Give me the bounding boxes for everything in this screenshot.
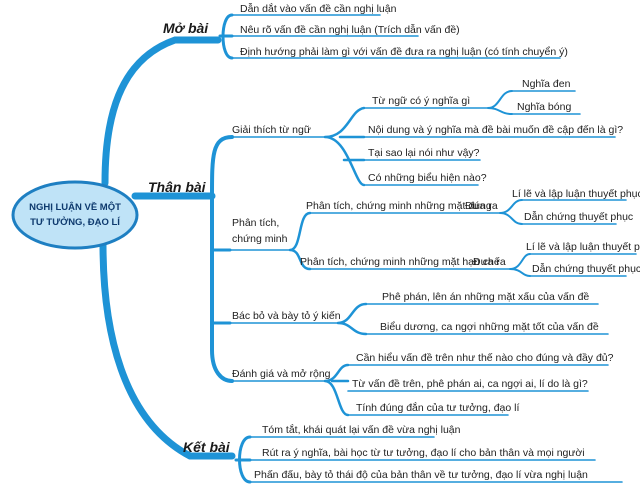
ket-bai-connector bbox=[234, 435, 252, 484]
nghia-den: Nghĩa đen bbox=[522, 78, 571, 90]
mo-bai-item-2: Nêu rõ vấn đề cần nghị luận (Trích dẫn v… bbox=[240, 23, 460, 36]
danh-gia-connector bbox=[323, 363, 350, 417]
danh-gia-label: Đánh giá và mở rộng bbox=[232, 368, 331, 380]
ket-bai-item-1: Tóm tắt, khái quát lại vấn đề vừa nghị l… bbox=[262, 423, 461, 436]
giai-thich-underlines bbox=[363, 107, 616, 186]
than-bai-sub-underlines bbox=[229, 136, 339, 382]
bac-bo-connector bbox=[336, 302, 368, 336]
than-bai-sub-ends bbox=[210, 248, 232, 325]
danh-gia-item-3: Tính đúng đắn của tư tưởng, đạo lí bbox=[356, 401, 519, 414]
giai-thich-label: Giải thích từ ngữ bbox=[232, 124, 311, 136]
than-bai-trunk bbox=[209, 135, 234, 383]
mo-bai-underlines bbox=[231, 14, 561, 59]
ket-bai-title: Kết bài bbox=[183, 439, 231, 455]
mat-dung-dua-ra: Đưa ra bbox=[465, 200, 498, 212]
giai-thich-item-1: Nội dung và ý nghĩa mà đề bài muốn đề cậ… bbox=[368, 124, 623, 136]
phan-tich-label-1: Phân tích, bbox=[232, 217, 279, 229]
ket-bai-item-2: Rút ra ý nghĩa, bài học từ tư tưởng, đạo… bbox=[262, 447, 585, 459]
mo-bai-item-1: Dẫn dắt vào vấn đề cần nghị luận bbox=[240, 2, 397, 15]
danh-gia-underlines bbox=[347, 364, 609, 416]
mat-dung-label: Phân tích, chứng minh những mặt đúng bbox=[306, 200, 492, 212]
dung-connector bbox=[499, 199, 523, 225]
center-line-2: TƯ TƯỞNG, ĐẠO LÍ bbox=[30, 216, 120, 228]
dung-underlines bbox=[521, 199, 627, 225]
phan-tich-label-2: chứng minh bbox=[232, 233, 288, 245]
han-che-connector bbox=[509, 253, 531, 277]
branch-ket-bai bbox=[99, 240, 236, 460]
giai-thich-item-3: Có những biểu hiện nào? bbox=[368, 172, 487, 184]
han-che-dua-ra: Đưa ra bbox=[473, 256, 506, 268]
branch-mo-bai bbox=[101, 36, 222, 187]
giai-thich-connector bbox=[323, 106, 366, 187]
center-line-1: NGHỊ LUẬN VỀ MỘT bbox=[29, 201, 121, 213]
ket-bai-item-3: Phấn đấu, bày tỏ thái độ của bản thân về… bbox=[254, 469, 588, 481]
phan-tich-underlines bbox=[309, 212, 511, 270]
bac-bo-item-1: Phê phán, lên án những mặt xấu của vấn đ… bbox=[382, 291, 589, 303]
tu-ngu-label: Từ ngữ có ý nghĩa gì bbox=[372, 95, 470, 107]
center-node bbox=[11, 180, 139, 250]
han-che-label: Phân tích, chứng minh những mặt hạn chế bbox=[300, 256, 500, 268]
ket-bai-underlines bbox=[249, 436, 623, 483]
bac-bo-label: Bác bỏ và bày tỏ ý kiến bbox=[232, 310, 341, 322]
han-che-underlines bbox=[529, 253, 637, 277]
danh-gia-item-2: Từ vấn đề trên, phê phán ai, ca ngợi ai,… bbox=[352, 378, 588, 390]
phan-tich-connector bbox=[288, 211, 312, 271]
mo-bai-connector bbox=[218, 13, 234, 60]
han-che-child-2: Dẫn chứng thuyết phục bbox=[532, 262, 640, 275]
nghia-bong: Nghĩa bóng bbox=[517, 101, 571, 113]
han-che-child-1: Lí lẽ và lập luận thuyết phục bbox=[526, 241, 640, 253]
danh-gia-item-1: Cần hiểu vấn đề trên như thế nào cho đún… bbox=[356, 352, 614, 364]
mat-dung-child-2: Dẫn chứng thuyết phục bbox=[524, 210, 633, 223]
mo-bai-title: Mở bài bbox=[163, 20, 209, 36]
tu-ngu-underlines bbox=[511, 90, 581, 115]
than-bai-title: Thân bài bbox=[148, 179, 207, 195]
mat-dung-child-1: Lí lẽ và lập luận thuyết phục bbox=[512, 188, 640, 200]
bac-bo-item-2: Biểu dương, ca ngợi những mặt tốt của vấ… bbox=[380, 321, 599, 333]
mo-bai-item-3: Định hướng phải làm gì với vấn đề đưa ra… bbox=[240, 46, 568, 58]
bac-bo-underlines bbox=[365, 303, 609, 335]
giai-thich-item-2: Tại sao lại nói như vậy? bbox=[368, 147, 480, 159]
tu-ngu-connector bbox=[487, 90, 513, 115]
